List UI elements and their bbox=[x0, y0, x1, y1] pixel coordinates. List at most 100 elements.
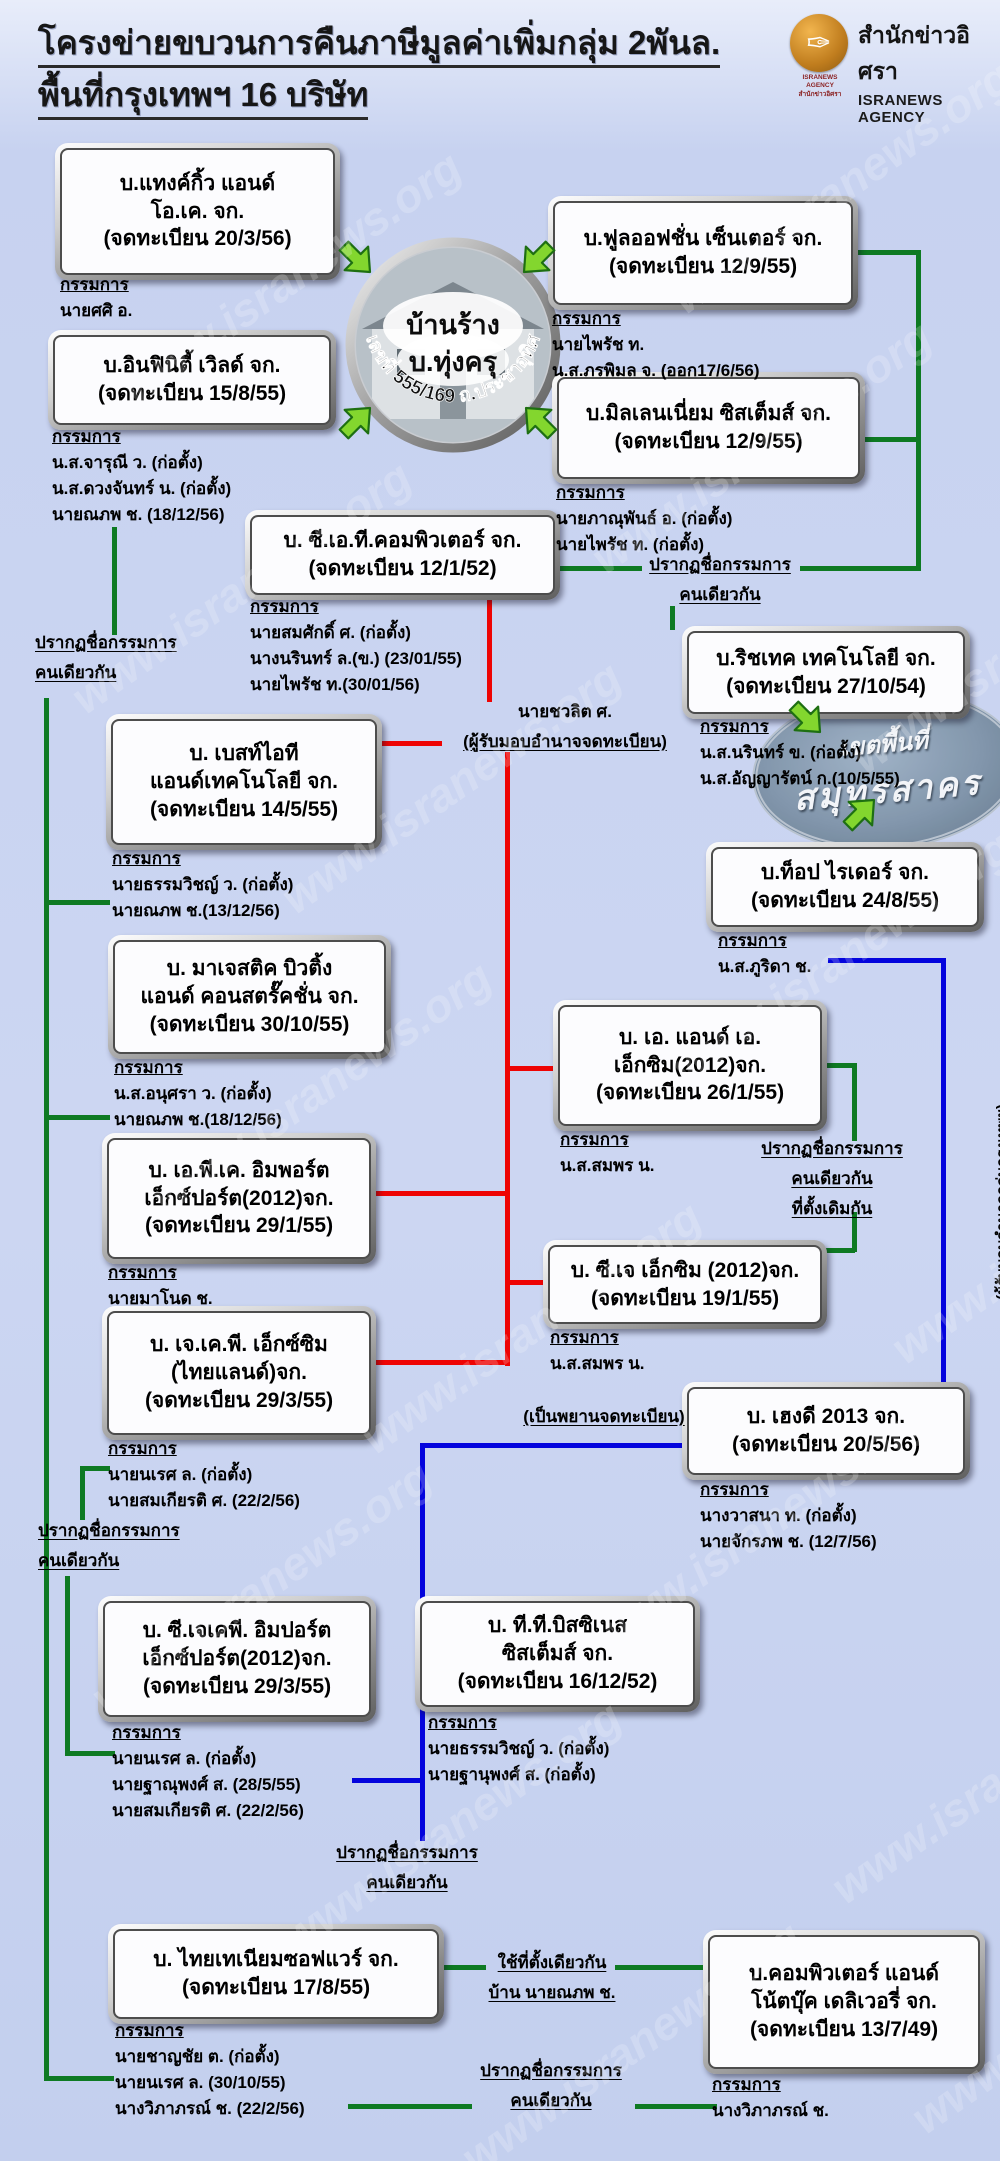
directors-heading: กรรมการ bbox=[250, 597, 319, 616]
directors-list: กรรมการน.ส.จารุณี ว. (ก่อตั้ง)น.ส.ดวงจัน… bbox=[52, 424, 231, 528]
isranews-logo: ✑ ISRANEWS AGENCY สำนักข่าวอิศรา สำนักข่… bbox=[790, 14, 1000, 126]
note-line: คนเดียวกัน bbox=[38, 1551, 120, 1570]
directors-list: กรรมการนายธรรมวิชญ์ ว. (ก่อตั้ง)นายณภพ ช… bbox=[112, 846, 293, 924]
director-name: นายนเรศ ล. (ก่อตั้ง) bbox=[112, 1749, 257, 1768]
company-registered: (จดทะเบียน 12/9/55) bbox=[614, 430, 803, 453]
director-name: นายศศิ อ. bbox=[60, 301, 133, 320]
connector-line bbox=[828, 958, 946, 963]
director-name: น.ส.ภูริดา ช. bbox=[718, 957, 812, 976]
company-name: บ.มิลเลนเนี่ยม ซิสเต็มส์ จก. bbox=[585, 402, 832, 426]
director-name: นายสมศักดิ์ ศ. (ก่อตั้ง) bbox=[250, 623, 411, 642]
company-box-infinity: บ.อินฟินิตี้ เวิลด์ จก.(จดทะเบียน 15/8/5… bbox=[48, 330, 336, 430]
note-line: คนเดียวกัน bbox=[679, 585, 761, 604]
company-registered: (จดทะเบียน 15/8/55) bbox=[97, 382, 287, 405]
company-name: เอ็กซ์ปอร์ต(2012)จก. bbox=[144, 1186, 334, 1210]
director-name: นายธรรมวิชญ์ ว. (ก่อตั้ง) bbox=[112, 875, 294, 894]
director-name: นายชาญชัย ต. (ก่อตั้ง) bbox=[115, 2047, 280, 2066]
company-box-cjkp: บ. ซี.เจเคพี. อิมปอร์ตเอ็กซ์ปอร์ต(2012)จ… bbox=[98, 1596, 376, 1722]
company-name: บ. ซี.เจเคพี. อิมปอร์ต bbox=[142, 1619, 332, 1643]
note-line: (ผู้รับมอบอำนาจจดทะเบียน) bbox=[463, 732, 667, 751]
company-box-majestic: บ. มาเจสติค บิวติ้งแอนด์ คอนสตรั๊คชั่น จ… bbox=[108, 935, 391, 1059]
connector-line bbox=[348, 2104, 472, 2109]
company-box-apk: บ. เอ.พี.เค. อิมพอร์ตเอ็กซ์ปอร์ต(2012)จก… bbox=[102, 1133, 376, 1264]
note-line: ปรากฏชื่อกรรมการ bbox=[38, 1521, 180, 1540]
note-n5: ปรากฏชื่อกรรมการคนเดียวกัน bbox=[328, 1838, 486, 1898]
note-line: ใช้ที่ตั้งเดียวกัน bbox=[497, 1953, 607, 1972]
director-name: น.ส.ภรพิมล จ. (ออก17/6/56) bbox=[552, 361, 760, 380]
directors-list: กรรมการนายชาญชัย ต. (ก่อตั้ง)นายนเรศ ล. … bbox=[115, 2018, 305, 2122]
directors-list: กรรมการนางวาสนา ท. (ก่อตั้ง)นายจักรภพ ช.… bbox=[700, 1477, 877, 1555]
abandoned-house-hub: บ้านร้าง บ.ทุ่งครุ เลขที่ 555/169 ถ.ประช… bbox=[345, 237, 561, 453]
company-registered: (จดทะเบียน 29/3/55) bbox=[142, 1674, 332, 1698]
note-line: ปรากฏชื่อกรรมการ bbox=[649, 555, 791, 574]
note-line: ปรากฏชื่อกรรมการ bbox=[35, 633, 177, 652]
directors-list: กรรมการน.ส.สมพร น. bbox=[560, 1127, 654, 1179]
connector-line bbox=[44, 900, 110, 905]
company-box-cj: บ. ซี.เจ เอ็กซิม (2012)จก.(จดทะเบียน 19/… bbox=[543, 1240, 827, 1329]
directors-heading: กรรมการ bbox=[60, 275, 129, 294]
connector-line bbox=[505, 1066, 557, 1071]
connector-line bbox=[615, 1965, 707, 1970]
note-line: คนเดียวกัน bbox=[366, 1873, 448, 1892]
company-name: บ. เอ. แอนด์ เอ. bbox=[618, 1025, 762, 1049]
company-registered: (จดทะเบียน 20/3/56) bbox=[103, 227, 292, 251]
director-name: นายธรรมวิชญ์ ว. (ก่อตั้ง) bbox=[428, 1739, 610, 1758]
director-name: นางวิภาภรณ์ ช. bbox=[712, 2101, 829, 2120]
director-name: นายไพรัช ท.(30/01/56) bbox=[250, 675, 420, 694]
company-name: บ.ฟูลออฟชั่น เซ็นเตอร์ จก. bbox=[583, 227, 823, 251]
directors-heading: กรรมการ bbox=[552, 309, 621, 328]
note-n4: ปรากฏชื่อกรรมการคนเดียวกัน bbox=[38, 1516, 208, 1576]
director-name: นางนรินทร์ ล.(ข.) (23/01/55) bbox=[250, 649, 462, 668]
directors-list: กรรมการน.ส.นรินทร์ ข. (ก่อตั้ง)น.ส.อัญญา… bbox=[700, 714, 900, 792]
directors-heading: กรรมการ bbox=[112, 849, 181, 868]
directors-list: กรรมการน.ส.สมพร น. bbox=[550, 1325, 644, 1377]
company-box-inner: บ. เบสท์ไอทีแอนด์เทคโนโลยี จก.(จดทะเบียน… bbox=[111, 719, 377, 845]
director-name: น.ส.นรินทร์ ข. (ก่อตั้ง) bbox=[700, 743, 862, 762]
connector-line bbox=[65, 1576, 70, 1756]
connector-line bbox=[852, 1063, 857, 1141]
feather-pen-icon: ✑ bbox=[790, 14, 848, 72]
director-name: น.ส.อนุศรา ว. (ก่อตั้ง) bbox=[114, 1084, 272, 1103]
page-title-line2: พื้นที่กรุงเทพฯ 16 บริษัท bbox=[38, 78, 369, 120]
connector-line bbox=[552, 566, 642, 571]
director-name: น.ส.อัญญารัตน์ ก.(10/5/55) bbox=[700, 769, 900, 788]
director-name: น.ส.ดวงจันทร์ น. (ก่อตั้ง) bbox=[52, 479, 232, 498]
director-name: นางวิภาภรณ์ ช. (22/2/56) bbox=[115, 2099, 305, 2118]
company-box-inner: บ. เฮงดี 2013 จก.(จดทะเบียน 20/5/56) bbox=[687, 1387, 965, 1475]
company-box-inner: บ. ซี.เจเคพี. อิมปอร์ตเอ็กซ์ปอร์ต(2012)จ… bbox=[103, 1601, 371, 1717]
directors-list: กรรมการนายมาโนด ช. bbox=[108, 1260, 213, 1312]
company-name: เอ็กซิม(2012)จก. bbox=[613, 1053, 767, 1077]
director-name: น.ส.จารุณี ว. (ก่อตั้ง) bbox=[52, 453, 203, 472]
note-line: ปรากฏชื่อกรรมการ bbox=[761, 1139, 903, 1158]
green-arrow-icon bbox=[509, 391, 568, 450]
directors-heading: กรรมการ bbox=[108, 1439, 177, 1458]
company-box-inner: บ. ไทยเทเนียมซอฟแวร์ จก.(จดทะเบียน 17/8/… bbox=[113, 1929, 439, 2019]
directors-heading: กรรมการ bbox=[560, 1130, 629, 1149]
connector-line bbox=[352, 1778, 424, 1783]
director-name: นายมาโนด ช. bbox=[108, 1289, 213, 1308]
company-name: (ไทยแลนด์)จก. bbox=[171, 1361, 307, 1385]
company-name: แอนด์เทคโนโลยี จก. bbox=[150, 770, 338, 794]
company-box-richtech: บ.ริชเทค เทคโนโลยี จก.(จดทะเบียน 27/10/5… bbox=[682, 626, 970, 719]
director-name: นายสมเกียรติ ศ. (22/2/56) bbox=[112, 1801, 304, 1820]
note-line: คนเดียวกัน bbox=[791, 1169, 873, 1188]
company-box-inner: บ.ริชเทค เทคโนโลยี จก.(จดทะเบียน 27/10/5… bbox=[687, 631, 965, 714]
connector-line bbox=[44, 1115, 110, 1120]
directors-list: กรรมการนางวิภาภรณ์ ช. bbox=[712, 2072, 829, 2124]
company-name: แอนด์ คอนสตรั๊คชั่น จก. bbox=[140, 985, 359, 1009]
director-name: น.ส.สมพร น. bbox=[560, 1156, 655, 1175]
company-box-inner: บ.อินฟินิตี้ เวิลด์ จก.(จดทะเบียน 15/8/5… bbox=[53, 335, 331, 425]
company-box-inner: บ.ท็อป ไรเดอร์ จก.(จดทะเบียน 24/8/55) bbox=[711, 847, 979, 927]
company-registered: (จดทะเบียน 16/12/52) bbox=[457, 1669, 658, 1693]
company-box-bestit: บ. เบสท์ไอทีแอนด์เทคโนโลยี จก.(จดทะเบียน… bbox=[106, 714, 382, 850]
company-name: บ.ริชเทค เทคโนโลยี จก. bbox=[716, 646, 936, 670]
company-registered: (จดทะเบียน 20/5/56) bbox=[731, 1433, 921, 1456]
directors-list: กรรมการนายสมศักดิ์ ศ. (ก่อตั้ง) นางนรินทร… bbox=[250, 594, 462, 698]
logo-caption-thai: สำนักข่าวอิศรา bbox=[798, 90, 842, 98]
director-name: นายไพรัช ท. (ก่อตั้ง) bbox=[556, 535, 705, 554]
company-registered: (จดทะเบียน 13/7/49) bbox=[749, 2017, 939, 2041]
connector-line bbox=[852, 1212, 857, 1252]
company-box-computer: บ.คอมพิวเตอร์ แอนด์โน้ตบุ๊ค เดลิเวอรี่ จ… bbox=[703, 1930, 985, 2074]
company-box-inner: บ.คอมพิวเตอร์ แอนด์โน้ตบุ๊ค เดลิเวอรี่ จ… bbox=[708, 1935, 980, 2069]
green-arrow-icon bbox=[327, 391, 386, 450]
